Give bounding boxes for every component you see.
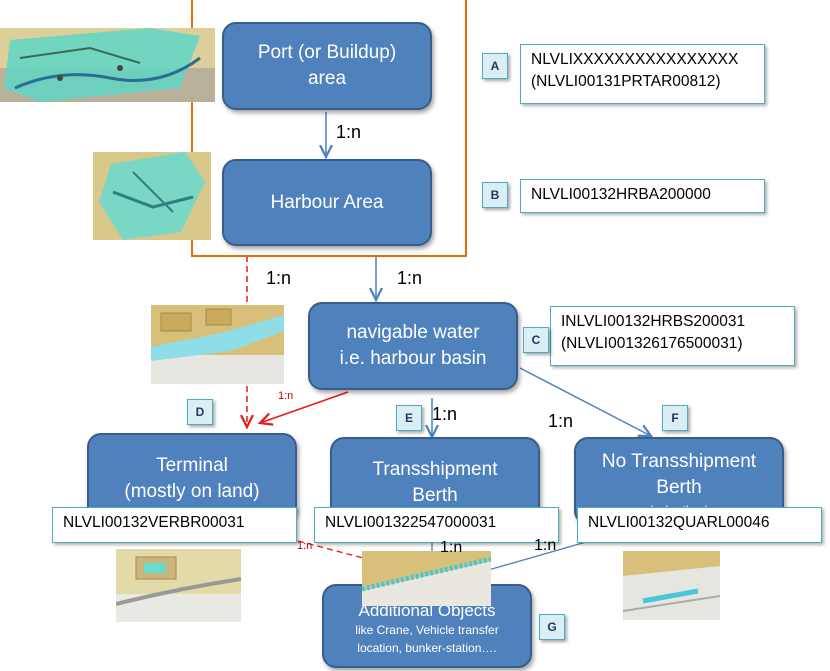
- id-box-navigable-water: INLVLI00132HRBS200031 (NLVLI001326176500…: [550, 306, 795, 366]
- id-box-no-transshipment-berth: NLVLI00132QUARL00046: [577, 507, 822, 543]
- badge-g: G: [539, 614, 565, 640]
- id-box-navigable-water-line2: (NLVLI001326176500031): [561, 335, 743, 352]
- relation-basin-no-berth: 1:n: [548, 411, 574, 431]
- id-box-harbour-area: NLVLI00132HRBA200000: [520, 179, 765, 213]
- id-box-port-area: NLVLIXXXXXXXXXXXXXXXX (NLVLI00131PRTAR00…: [520, 44, 765, 104]
- node-terminal-line1: Terminal: [156, 455, 228, 476]
- node-navigable-water: navigable water i.e. harbour basin: [308, 302, 518, 390]
- relation-harbour-basin: 1:n: [397, 268, 423, 288]
- id-box-port-area-line2: (NLVLI00131PRTAR00812): [531, 73, 721, 90]
- map-thumbnail-berth-overlay: [362, 551, 491, 606]
- node-harbour-area-label: Harbour Area: [270, 191, 384, 213]
- id-box-terminal-line1: NLVLI00132VERBR00031: [63, 514, 245, 531]
- map-thumbnail-terminal: [116, 549, 241, 622]
- arrow-basin-to-no-berth: [519, 367, 651, 436]
- node-no-transshipment-berth-line1: No Transshipment: [601, 451, 757, 472]
- relation-terminal-objects: 1:n: [297, 540, 313, 552]
- line-no-berth-to-objects: [477, 537, 601, 574]
- relation-berth-objects: 1:n: [440, 539, 463, 556]
- id-box-transshipment-berth: NLVLI001322547000031: [314, 507, 559, 543]
- node-terminal-line2: (mostly on land): [124, 481, 260, 502]
- relation-port-harbour: 1:n: [336, 122, 362, 142]
- line-terminal-to-objects: [297, 540, 399, 568]
- badge-c: C: [523, 327, 549, 353]
- node-additional-objects-line2: like Crane, Vehicle transfer: [355, 623, 499, 637]
- badge-d: D: [187, 399, 213, 425]
- node-harbour-area: Harbour Area: [222, 159, 432, 246]
- id-box-navigable-water-line1: INLVLI00132HRBS200031: [561, 313, 746, 330]
- id-box-terminal: NLVLI00132VERBR00031: [52, 507, 297, 543]
- map-thumbnail-basin: [151, 305, 284, 384]
- badge-a: A: [482, 53, 508, 79]
- badge-e: E: [396, 405, 422, 431]
- node-transshipment-berth-line2: Berth: [412, 485, 458, 506]
- node-navigable-water-line2: i.e. harbour basin: [339, 348, 487, 369]
- node-terminal: Terminal (mostly on land): [87, 433, 297, 521]
- map-thumbnail-no-berth: [623, 551, 720, 620]
- id-box-port-area-line1: NLVLIXXXXXXXXXXXXXXXX: [531, 51, 739, 68]
- node-transshipment-berth-line1: Transshipment: [372, 459, 498, 480]
- relation-basin-berth: 1:n: [432, 404, 458, 424]
- badge-f: F: [662, 405, 688, 431]
- port-harbour-group-frame: [191, 0, 467, 257]
- badge-b: B: [482, 182, 508, 208]
- node-port-area: Port (or Buildup) area: [222, 22, 432, 110]
- node-port-area-line2: area: [307, 68, 347, 89]
- id-box-harbour-area-line1: NLVLI00132HRBA200000: [531, 186, 711, 203]
- relation-no-berth-objects: 1:n: [534, 537, 557, 554]
- id-box-transshipment-berth-line1: NLVLI001322547000031: [325, 514, 497, 531]
- node-no-transshipment-berth-line2: Berth: [656, 477, 702, 498]
- map-thumbnail-harbour: [93, 152, 211, 240]
- map-thumbnail-port: [0, 28, 215, 102]
- node-navigable-water-line1: navigable water: [346, 322, 480, 343]
- relation-basin-terminal: 1:n: [278, 390, 294, 402]
- node-port-area-line1: Port (or Buildup): [257, 42, 397, 63]
- node-additional-objects-line3: location, bunker-station….: [357, 641, 497, 655]
- id-box-no-transshipment-berth-line1: NLVLI00132QUARL00046: [588, 514, 770, 531]
- arrow-basin-to-terminal: [260, 391, 349, 423]
- relation-harbour-terminal: 1:n: [266, 268, 292, 288]
